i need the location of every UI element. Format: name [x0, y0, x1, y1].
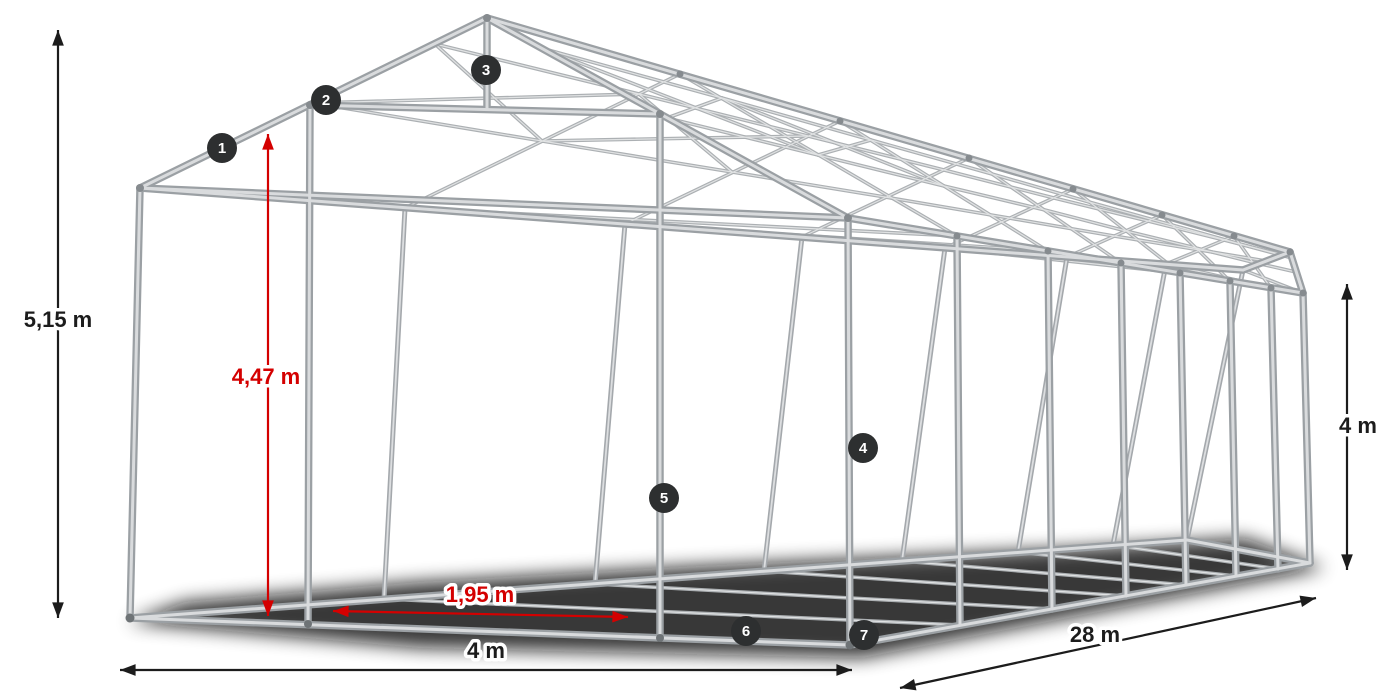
marker-4-number: 4: [859, 440, 868, 457]
dimension-length: 28 m: [899, 595, 1317, 691]
dimension-frame-height: 4,47 m: [228, 134, 304, 617]
dimension-side-height: 4 m: [1336, 284, 1380, 571]
dimension-passage-width: 1,95 m: [332, 579, 629, 623]
frame-height-label: 4,47 m: [232, 364, 301, 389]
marker-6-badge[interactable]: [731, 616, 761, 646]
marker-4[interactable]: 4: [848, 433, 878, 463]
total-height-label: 5,15 m: [24, 307, 93, 332]
passage-width-label: 1,95 m: [446, 582, 515, 607]
marker-6[interactable]: 6: [731, 616, 761, 646]
side-height-label: 4 m: [1339, 413, 1377, 438]
marker-1-number: 1: [218, 140, 226, 157]
marker-7-number: 7: [860, 627, 868, 644]
marker-4-badge[interactable]: [848, 433, 878, 463]
marker-7[interactable]: 7: [849, 620, 879, 650]
marker-1-badge[interactable]: [207, 133, 237, 163]
marker-5[interactable]: 5: [649, 483, 679, 513]
marker-3-number: 3: [482, 62, 490, 79]
marker-5-badge[interactable]: [649, 483, 679, 513]
length-label: 28 m: [1070, 622, 1120, 647]
dimension-width: 4 m: [120, 635, 853, 676]
marker-2-number: 2: [322, 92, 330, 109]
marker-2-badge[interactable]: [311, 85, 341, 115]
marker-3[interactable]: 3: [471, 55, 501, 85]
marker-1[interactable]: 1: [207, 133, 237, 163]
interior-frames-highlight: [312, 43, 1311, 626]
marker-6-number: 6: [742, 623, 750, 640]
frame-structure: [125, 14, 1312, 650]
marker-3-badge[interactable]: [471, 55, 501, 85]
interior-frames-base: [311, 42, 1312, 627]
dimension-total-height: 5,15 m: [20, 29, 96, 619]
length-arrow: [899, 595, 1317, 691]
marker-2[interactable]: 2: [311, 85, 341, 115]
frame-connectors: [125, 14, 1307, 650]
marker-5-number: 5: [660, 490, 668, 507]
marker-7-badge[interactable]: [849, 620, 879, 650]
width-label: 4 m: [467, 638, 505, 663]
passage-width-arrow: [332, 605, 629, 623]
